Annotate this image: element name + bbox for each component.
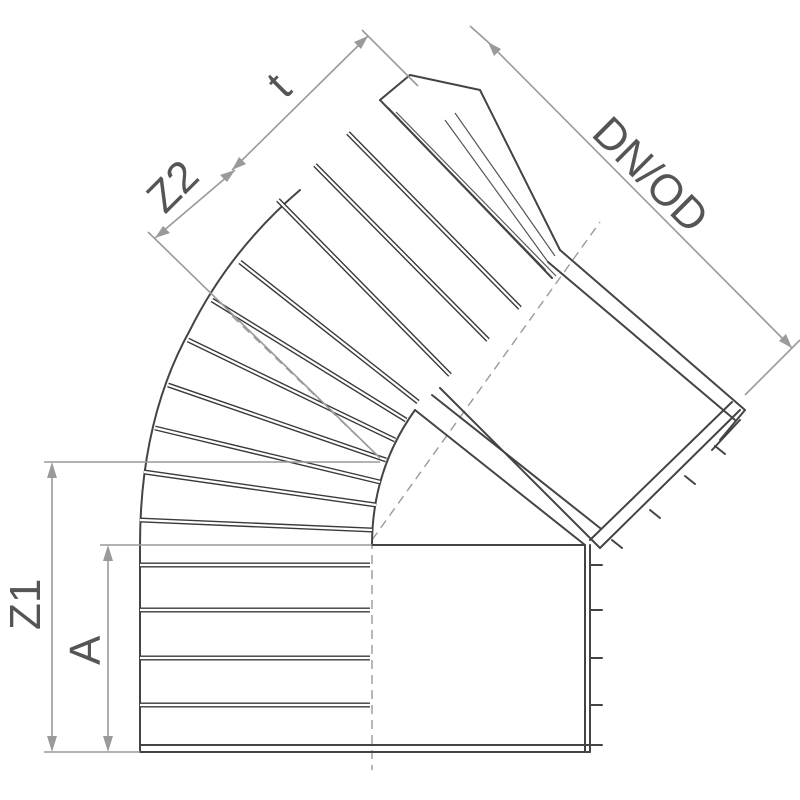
label-a: A [61, 635, 110, 665]
label-z1: Z1 [1, 579, 50, 630]
label-z2: Z2 [137, 151, 208, 222]
center-lines [231, 221, 601, 770]
dimension-lines [44, 25, 800, 753]
ribs [139, 131, 522, 708]
outer-bend [139, 189, 416, 753]
label-t: t [257, 64, 300, 107]
upper-pipe [379, 74, 746, 549]
label-dn-od: DN/OD [583, 107, 718, 242]
lower-pipe [139, 544, 603, 753]
